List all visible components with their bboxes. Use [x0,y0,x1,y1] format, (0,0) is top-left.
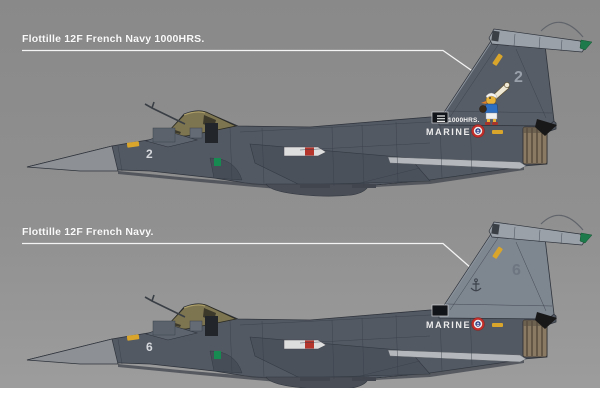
drum [479,105,487,113]
scheme-label-top: Flottille 12F French Navy 1000HRS. [22,33,205,45]
scheme-label-bottom: Flottille 12F French Navy. [22,226,154,238]
horn-bell [504,82,510,88]
nose-number: 6 [146,340,153,354]
tail-number: 6 [512,262,521,279]
duck-shorts [485,112,498,120]
duck-shoe [492,122,498,125]
aircraft-bottom-standard: 6 6 MARINE [26,214,593,390]
duck-shoe [485,122,491,125]
sailor-hat [485,92,498,99]
svg-text:1000HRS.: 1000HRS. [448,117,480,124]
duck-beak [481,101,487,104]
duck-mascot-icon [479,82,510,125]
marine-titles: MARINE [426,320,471,330]
tail-number: 2 [514,69,523,86]
callout-line-bottom [22,242,488,283]
hours-marking: 1000HRS. [437,115,480,124]
anchor-icon [470,278,482,292]
footer-strip [0,388,600,400]
nose-number: 2 [146,147,153,161]
aircraft-top-1000hrs: 2 2 MARINE 1000HRS. [26,21,593,197]
duck-leg [487,119,490,123]
marine-titles: MARINE [426,127,471,137]
duck-eye [489,97,491,99]
duck-shirt [484,103,499,114]
callout-line-top [22,49,482,78]
duck-leg [493,119,496,123]
